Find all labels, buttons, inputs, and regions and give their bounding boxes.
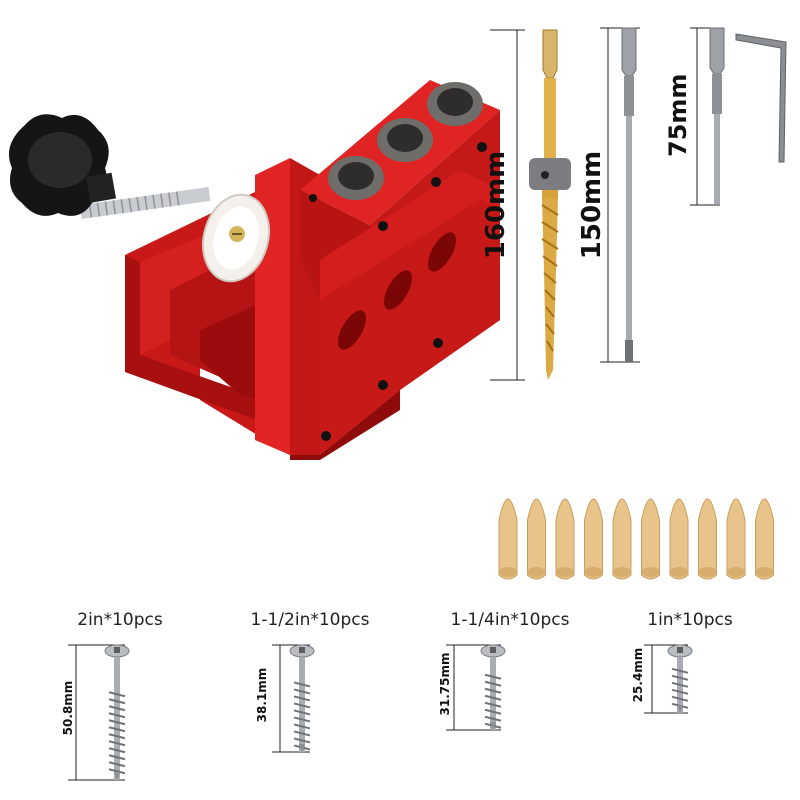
wood-plug [555,498,575,580]
wood-plug-end [613,567,631,577]
wood-plug [612,498,632,580]
wood-plug [641,498,660,580]
wood-plug-end [727,567,745,577]
screw-title-1-1-2in: 1-1/2in*10pcs [250,610,370,630]
pocket-hole-jig [8,80,500,460]
pocket-screw [68,644,130,781]
wood-plug [498,498,518,580]
pocket-screw [272,644,315,753]
long-driver-length-label: 150mm [577,150,607,260]
wood-plug-end [584,567,603,577]
wood-plug [527,498,546,580]
wood-plugs [498,498,774,580]
hex-key [735,33,787,163]
screw-title-1in: 1in*10pcs [647,610,733,630]
short-driver-length-label: 75mm [664,73,692,157]
wood-plug [726,498,746,580]
drill-guide-bushings [328,82,483,200]
pocket-screw [644,644,693,714]
step-drill-bit [490,29,571,381]
wood-plug-end [698,567,717,577]
wood-plug [584,498,603,580]
clamp-knob [8,114,117,216]
drill-bit-length-label: 160mm [481,150,511,260]
screw-length-1-1-4in: 31.75mm [438,652,452,716]
wood-plug [698,498,717,580]
pocket-screw [446,644,506,731]
wood-plug [669,498,689,580]
wood-plug-end [556,567,574,577]
wood-plug-end [527,567,546,577]
screw-length-2in: 50.8mm [61,680,75,736]
square-driver-long [600,27,640,363]
square-driver-short [690,27,725,206]
screw-length-1-1-2in: 38.1mm [255,667,269,723]
wood-plug-end [499,567,517,577]
pocket-screws [68,644,693,781]
wood-plug-end [641,567,660,577]
clamp-pad [202,193,270,283]
wood-plug-end [670,567,688,577]
wood-plug-end [755,567,774,577]
screw-length-1in: 25.4mm [631,647,645,703]
screw-title-1-1-4in: 1-1/4in*10pcs [450,610,570,630]
screw-title-2in: 2in*10pcs [77,610,163,630]
wood-plug [755,498,774,580]
